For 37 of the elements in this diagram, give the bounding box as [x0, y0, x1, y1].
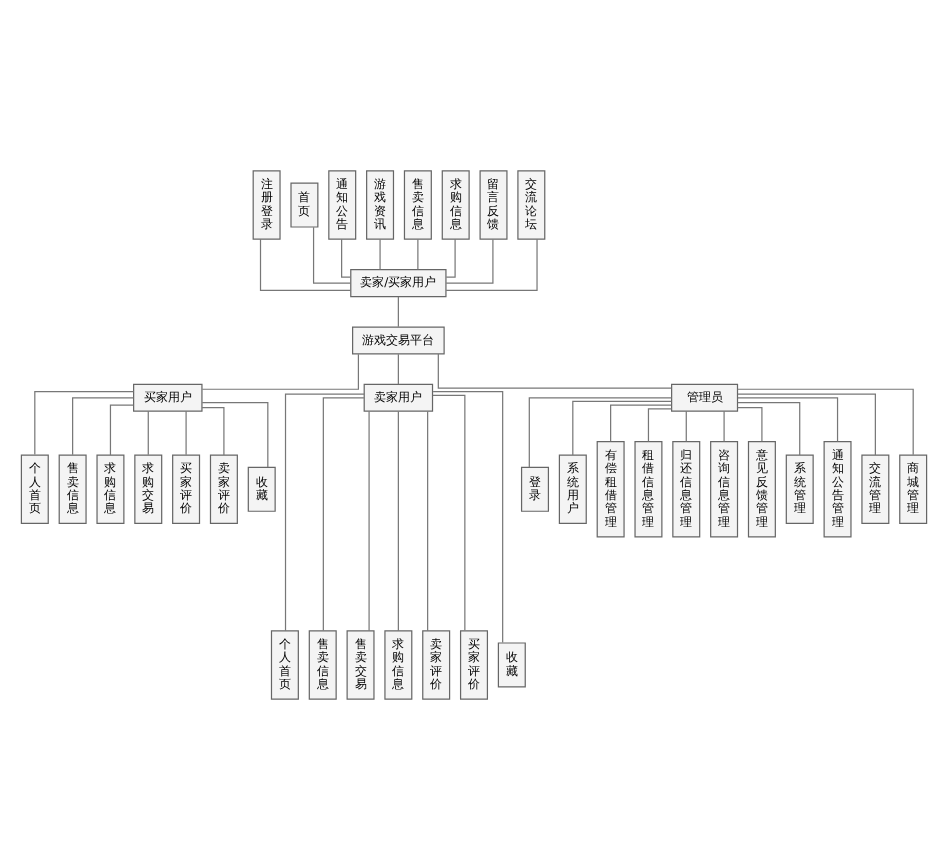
- connector: [379, 237, 381, 270]
- connector: [284, 392, 365, 631]
- connector: [185, 409, 187, 455]
- connector: [647, 407, 673, 442]
- connector: [528, 396, 673, 467]
- connector: [737, 387, 914, 455]
- connector: [147, 409, 149, 455]
- connector: [341, 237, 352, 277]
- connector: [610, 403, 672, 441]
- connector: [723, 409, 725, 442]
- connector: [427, 409, 429, 631]
- connector: [397, 295, 399, 327]
- connector: [72, 396, 135, 455]
- connector: [445, 237, 456, 277]
- connector: [109, 403, 135, 455]
- connector: [437, 352, 672, 388]
- connector: [201, 401, 269, 467]
- connector: [445, 237, 538, 291]
- connector: [322, 396, 365, 631]
- connector: [737, 401, 801, 455]
- connector: [417, 237, 419, 270]
- connector: [201, 405, 225, 455]
- connector: [201, 352, 360, 389]
- connector: [397, 409, 399, 631]
- connector: [368, 409, 370, 631]
- connector: [737, 396, 839, 441]
- connector: [445, 237, 494, 283]
- connector: [34, 390, 135, 455]
- connector: [572, 399, 672, 455]
- connector: [737, 392, 876, 455]
- connector: [312, 225, 352, 283]
- connector: [432, 393, 466, 630]
- connector: [685, 409, 687, 442]
- connector: [259, 237, 352, 291]
- connector: [397, 352, 399, 384]
- connector: [737, 405, 763, 441]
- connector: [432, 390, 504, 643]
